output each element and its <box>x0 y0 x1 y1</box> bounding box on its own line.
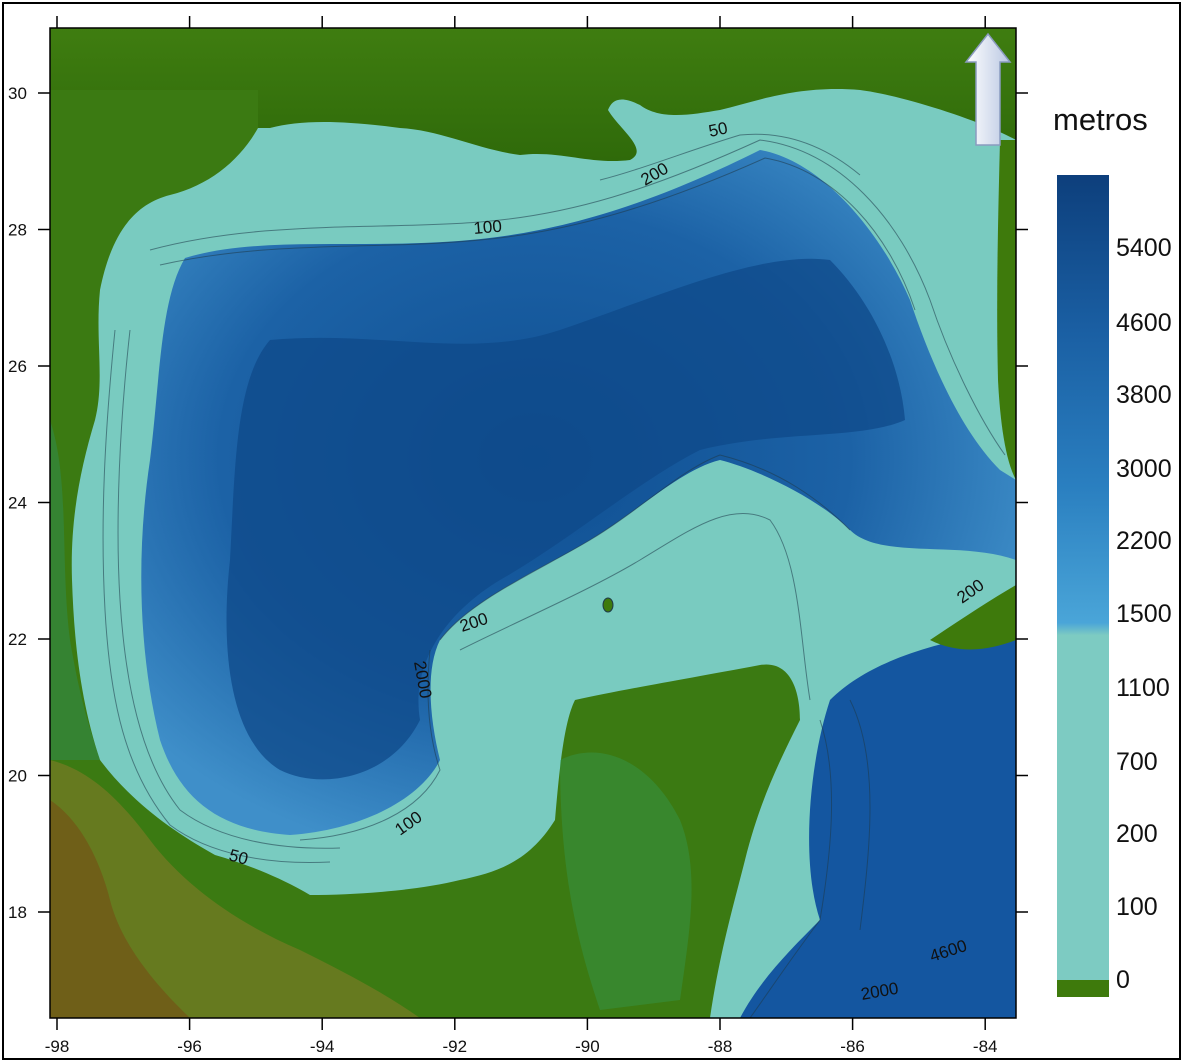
legend-labels: 5400 4600 3800 3000 2200 1500 1100 700 200 100 0 <box>1116 234 1172 994</box>
map-area: 50 200 100 200 2000 100 50 200 4600 2000 <box>50 28 1016 1018</box>
contour-label-100-north: 100 <box>473 217 503 238</box>
lon-tick-label: -86 <box>840 1037 865 1056</box>
land-mexico-west <box>50 90 800 1018</box>
yucatan-interior <box>560 752 692 1010</box>
legend-depth-label: 2200 <box>1116 527 1172 555</box>
alacran-reef <box>602 597 614 613</box>
legend-depth-label: 1500 <box>1116 600 1172 628</box>
lat-tick-label: 24 <box>8 494 27 513</box>
map-frame <box>49 27 1017 1019</box>
contour-lines <box>102 133 1006 1018</box>
lat-tick-label: 22 <box>8 630 27 649</box>
relief-highlands <box>50 800 190 1018</box>
contour-label-50-north: 50 <box>707 118 729 141</box>
lat-tick-label: 26 <box>8 357 27 376</box>
legend-depth-label: 3000 <box>1116 455 1172 483</box>
legend-depth-label: 100 <box>1116 893 1158 921</box>
north-arrow-icon <box>964 32 1012 146</box>
legend-depth-label: 3800 <box>1116 381 1172 409</box>
legend-colorbar <box>1057 175 1109 797</box>
land-florida <box>997 140 1016 480</box>
lon-tick-label: -94 <box>310 1037 335 1056</box>
lon-tick-label: -96 <box>177 1037 202 1056</box>
lat-tick-label: 30 <box>8 84 27 103</box>
relief-green-lowlands <box>50 420 100 760</box>
legend-depth-label: 1100 <box>1116 674 1170 702</box>
lon-tick-label: -88 <box>708 1037 733 1056</box>
legend-land-swatch <box>1057 980 1109 997</box>
legend-depth-label: 0 <box>1116 966 1130 994</box>
relief-sierra <box>50 760 420 1018</box>
lat-tick-label: 28 <box>8 221 27 240</box>
gulf-abyssal-plain <box>226 258 905 780</box>
lat-tick-label: 18 <box>8 903 27 922</box>
legend-depth-label: 200 <box>1116 820 1158 848</box>
caribbean-basin <box>740 630 1016 1018</box>
legend-depth-label: 5400 <box>1116 234 1172 262</box>
legend-depth-label: 4600 <box>1116 309 1172 337</box>
land-cuba <box>930 585 1016 650</box>
axis-ticks: -98 -96 -94 -92 -90 -88 -86 -84 30 28 26 24 22 20 18 <box>8 16 1028 1056</box>
lon-tick-label: -98 <box>45 1037 70 1056</box>
legend-shelf-band <box>1057 797 1109 980</box>
legend-depth-label: 700 <box>1116 748 1158 776</box>
lat-tick-label: 20 <box>8 767 27 786</box>
land-north-coast <box>50 28 1016 162</box>
contour-label-50-south: 50 <box>227 846 250 869</box>
lon-tick-label: -84 <box>973 1037 998 1056</box>
lon-tick-label: -90 <box>575 1037 600 1056</box>
legend-title: metros <box>1053 102 1148 137</box>
lon-tick-label: -92 <box>443 1037 468 1056</box>
